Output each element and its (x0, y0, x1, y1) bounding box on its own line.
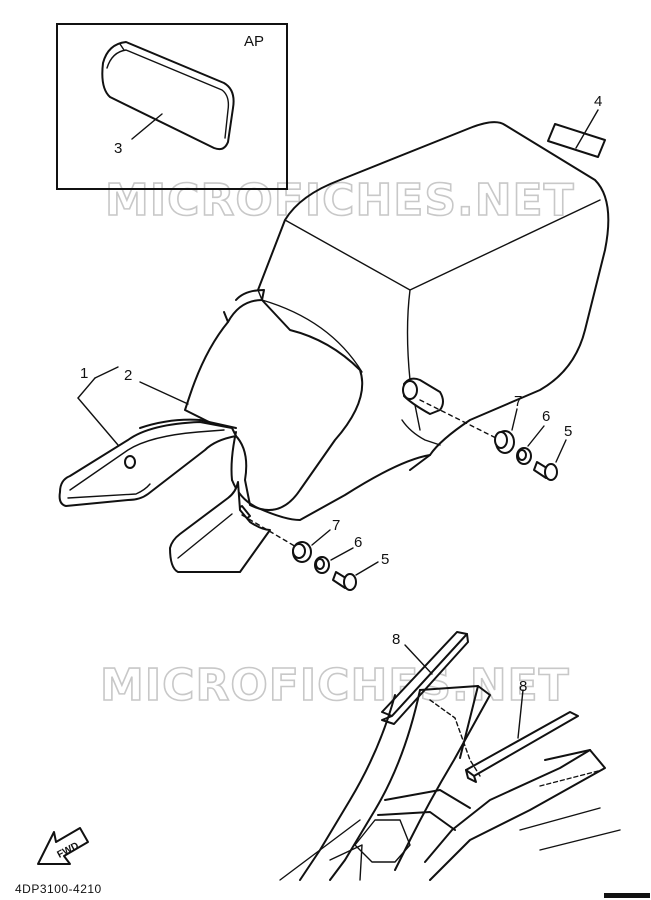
callout-1: 1 (80, 365, 88, 382)
callout-5-upper: 5 (564, 423, 572, 440)
fasteners-upper: 7 6 5 (419, 393, 572, 481)
leader-1c (77, 397, 119, 446)
frame: 8 8 (279, 631, 650, 898)
grommet-7-upper (494, 430, 515, 454)
watermark-bottom: MICROFICHES.NET (100, 660, 570, 711)
callout-3: 3 (114, 140, 122, 157)
backrest-pad (101, 41, 235, 151)
sticker: 4 (547, 93, 606, 158)
bolt-5-upper (533, 461, 558, 481)
callout-4: 4 (594, 93, 602, 110)
inset-label: AP (244, 33, 264, 50)
callout-6-upper: 6 (542, 408, 550, 425)
callout-7-lower: 7 (332, 517, 340, 534)
leader-1a (77, 377, 96, 399)
side-cover (58, 418, 271, 573)
callout-6-lower: 6 (354, 534, 362, 551)
callout-8-right: 8 (519, 678, 527, 695)
leader-2 (139, 381, 189, 405)
collar-6-lower (314, 556, 330, 574)
collar-6-upper (516, 447, 532, 465)
leader-1b (94, 366, 119, 379)
callout-7-upper: 7 (514, 393, 522, 410)
part-code: 4DP3100-4210 (15, 882, 102, 896)
inset-box: AP 3 (56, 23, 288, 190)
callout-2: 2 (124, 367, 132, 384)
watermark-top: MICROFICHES.NET (105, 175, 575, 226)
damper-strip-right (465, 711, 579, 783)
fwd-arrow-icon: FWD (37, 827, 89, 865)
callout-5-lower: 5 (381, 551, 389, 568)
fasteners-lower: 7 6 5 (241, 514, 389, 591)
grommet-7-lower (292, 541, 312, 563)
bolt-5-lower (332, 571, 357, 591)
damper-strip-left (381, 631, 469, 725)
callout-8-left: 8 (392, 631, 400, 648)
